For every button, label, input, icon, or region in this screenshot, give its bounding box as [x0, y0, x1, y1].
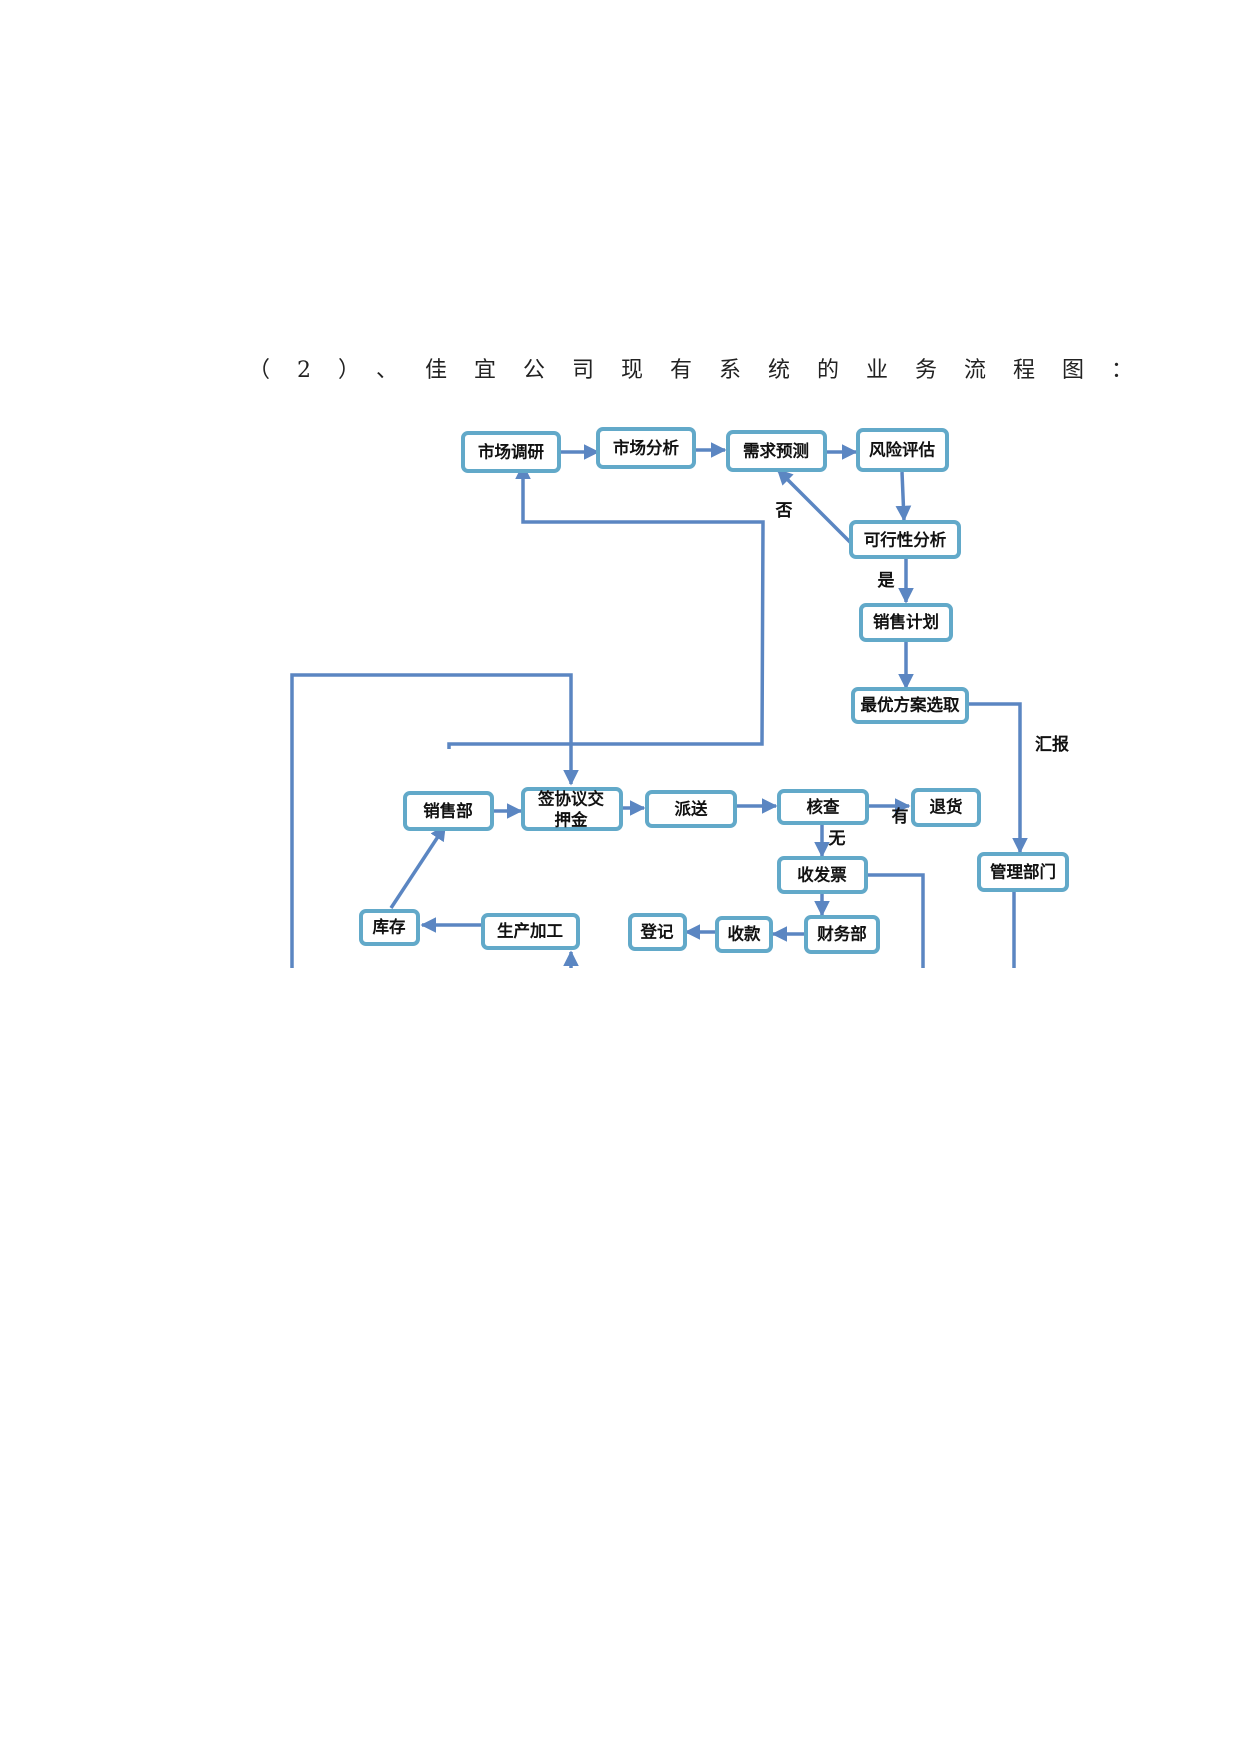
svg-text:登记: 登记: [640, 922, 675, 942]
node-risk-assessment: 风险评估: [856, 428, 949, 472]
node-dispatch: 派送: [645, 790, 737, 828]
svg-text:最优方案选取: 最优方案选取: [861, 695, 961, 715]
node-sales-dept: 销售部: [403, 791, 494, 831]
svg-text:市场调研: 市场调研: [478, 442, 545, 462]
node-invoice: 收发票: [777, 856, 868, 894]
line-invoice-right-down: [866, 873, 925, 968]
node-demand-forecast: 需求预测: [726, 430, 827, 472]
figure-crop-mask: [0, 970, 1241, 1754]
svg-text:销售部: 销售部: [423, 801, 473, 821]
svg-text:可行性分析: 可行性分析: [864, 530, 947, 550]
svg-text:生产加工: 生产加工: [497, 921, 563, 941]
svg-text:签协议交: 签协议交: [537, 789, 605, 809]
node-finance: 财务部: [804, 915, 880, 954]
label-report: 汇报: [1035, 734, 1069, 755]
arrow-risk-to-feasibility: [895, 471, 912, 522]
node-register: 登记: [628, 913, 687, 951]
svg-text:退货: 退货: [930, 797, 963, 817]
svg-text:押金: 押金: [555, 810, 589, 830]
label-yes: 是: [878, 571, 895, 591]
label-has: 有: [892, 806, 909, 827]
label-no: 否: [775, 501, 793, 521]
svg-text:管理部门: 管理部门: [990, 862, 1056, 882]
svg-text:派送: 派送: [675, 799, 709, 819]
svg-text:核查: 核查: [807, 797, 841, 817]
svg-text:收款: 收款: [728, 924, 762, 944]
label-none: 无: [828, 829, 846, 849]
node-return-goods: 退货: [911, 788, 981, 827]
node-market-research: 市场调研: [461, 431, 561, 473]
node-sales-plan: 销售计划: [859, 603, 953, 642]
node-management: 管理部门: [977, 852, 1069, 892]
arrow-sales-to-research: [447, 463, 765, 749]
node-feasibility: 可行性分析: [849, 520, 961, 559]
node-inventory: 库存: [359, 909, 420, 946]
node-verify: 核查: [777, 789, 869, 825]
svg-text:风险评估: 风险评估: [869, 440, 936, 460]
node-market-analysis: 市场分析: [596, 427, 696, 469]
node-sign-deposit: 签协议交 押金: [521, 787, 623, 831]
svg-text:财务部: 财务部: [816, 924, 867, 944]
svg-text:市场分析: 市场分析: [613, 438, 680, 458]
arrow-feasibility-no-to-forecast: [776, 468, 855, 547]
connectors: [290, 442, 1028, 968]
svg-text:需求预测: 需求预测: [743, 441, 809, 461]
node-payment: 收款: [715, 916, 773, 953]
arrow-loop-to-sign: [290, 673, 579, 968]
svg-text:库存: 库存: [373, 917, 407, 937]
page-caption: （2）、佳宜公司现有系统的业务流程图：: [248, 358, 1160, 383]
arrow-optimal-report-to-management: [967, 702, 1028, 854]
svg-text:销售计划: 销售计划: [873, 612, 939, 632]
node-production: 生产加工: [481, 913, 580, 950]
svg-text:收发票: 收发票: [797, 865, 847, 885]
node-optimal-plan: 最优方案选取: [851, 687, 969, 724]
arrow-inventory-to-sales: [389, 824, 447, 909]
